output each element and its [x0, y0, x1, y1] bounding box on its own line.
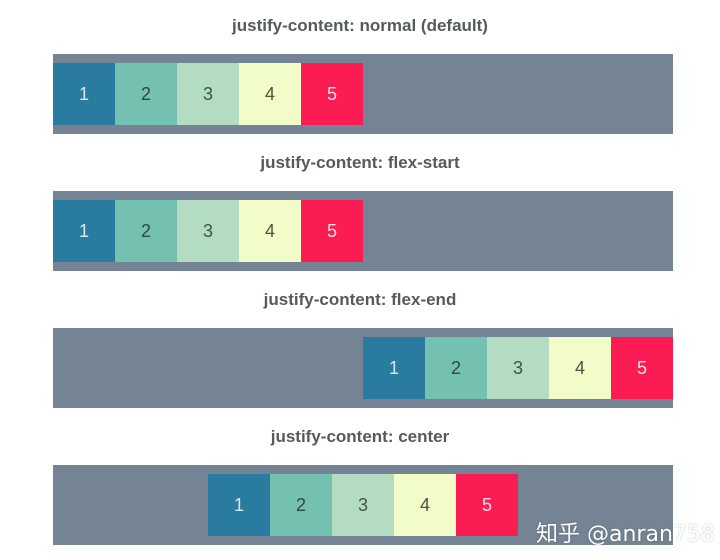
flex-container-flex-start: 1 2 3 4 5: [53, 191, 673, 271]
flex-item-3: 3: [177, 200, 239, 262]
flex-item-1: 1: [208, 474, 270, 536]
section-title-normal: justify-content: normal (default): [232, 16, 488, 35]
flex-container-flex-end: 1 2 3 4 5: [53, 328, 673, 408]
section-title-flex-start: justify-content: flex-start: [260, 153, 460, 172]
flex-item-1: 1: [363, 337, 425, 399]
flex-container-center: 1 2 3 4 5: [53, 465, 673, 545]
flex-item-5: 5: [611, 337, 673, 399]
flex-item-1: 1: [53, 200, 115, 262]
flex-container-normal: 1 2 3 4 5: [53, 54, 673, 134]
flex-item-3: 3: [177, 63, 239, 125]
flex-item-5: 5: [456, 474, 518, 536]
flex-item-5: 5: [301, 200, 363, 262]
flex-item-4: 4: [549, 337, 611, 399]
flex-item-3: 3: [487, 337, 549, 399]
section-title-center: justify-content: center: [270, 427, 450, 446]
flex-item-1: 1: [53, 63, 115, 125]
flex-item-5: 5: [301, 63, 363, 125]
watermark: 知乎 @anran758: [536, 522, 715, 547]
flex-item-3: 3: [332, 474, 394, 536]
flex-item-2: 2: [270, 474, 332, 536]
flex-item-2: 2: [425, 337, 487, 399]
section-title-flex-end: justify-content: flex-end: [263, 290, 457, 309]
flex-item-4: 4: [239, 200, 301, 262]
flex-item-4: 4: [394, 474, 456, 536]
flex-item-2: 2: [115, 200, 177, 262]
flex-item-2: 2: [115, 63, 177, 125]
flex-item-4: 4: [239, 63, 301, 125]
